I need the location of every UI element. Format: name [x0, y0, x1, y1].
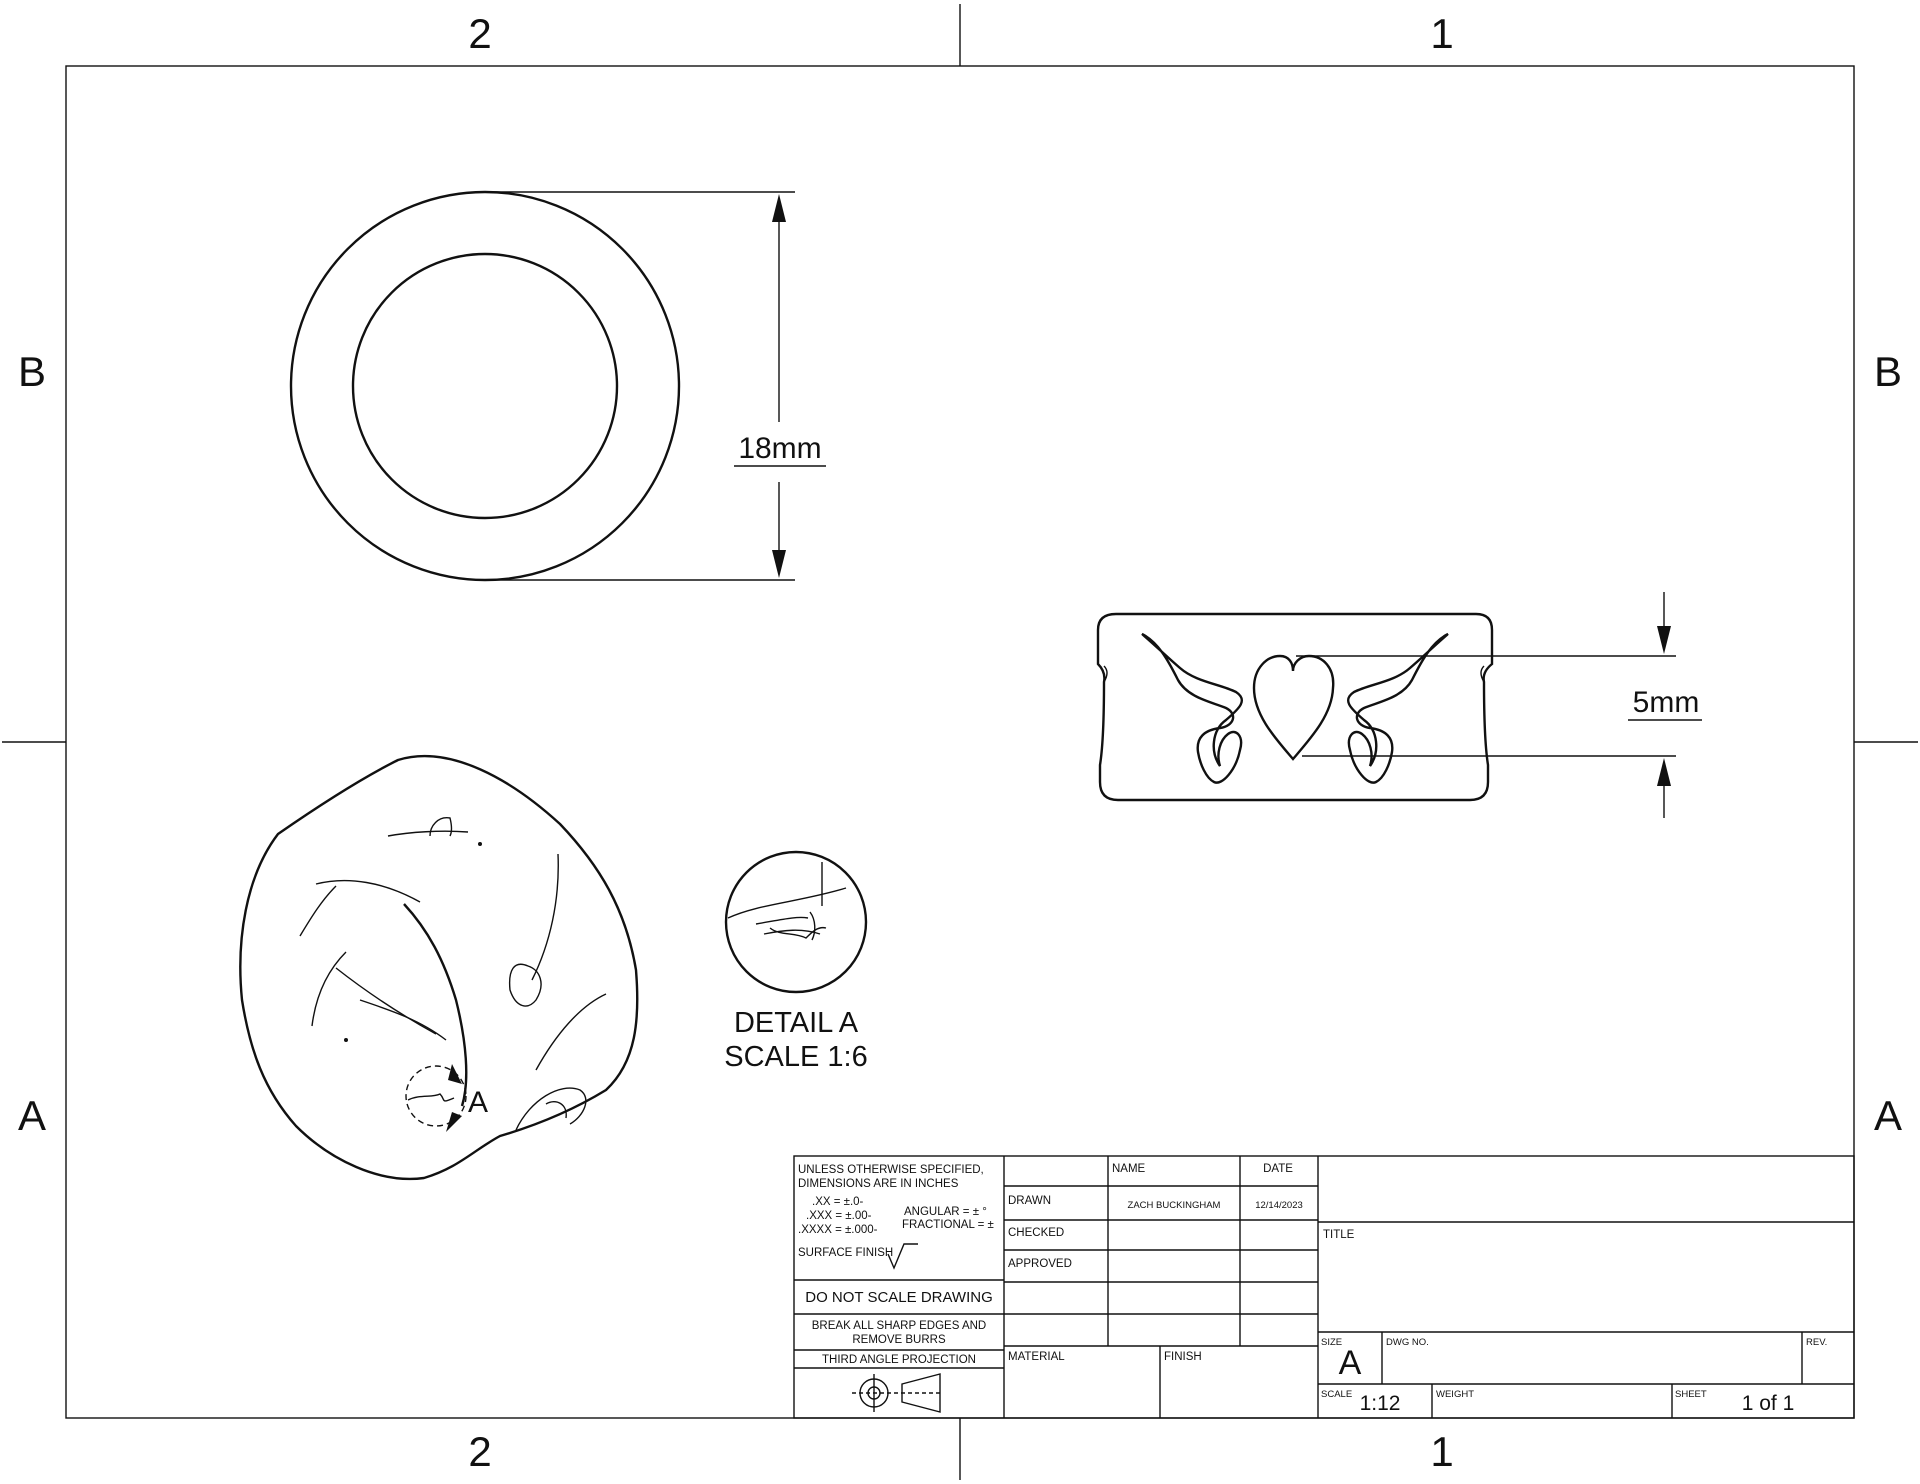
iso-engraving-5	[311, 951, 347, 1027]
notes-break-edges-1: BREAK ALL SHARP EDGES AND	[812, 1320, 987, 1332]
diameter-dimension	[485, 191, 826, 581]
ring-top-view	[289, 190, 681, 582]
surface-finish-symbol	[887, 1243, 918, 1270]
zone-label-top-1: 1	[1430, 10, 1453, 57]
iso-engraving-dot-1	[478, 842, 482, 846]
notes-tol-xx: .XX = ±.0-	[812, 1196, 864, 1208]
ring-front-view	[1096, 612, 1494, 802]
band-edge-left	[1103, 665, 1108, 683]
band-edge-right	[1480, 665, 1485, 683]
iso-engraving-10	[535, 993, 607, 1071]
wing-right	[1347, 632, 1449, 784]
sheet-value: 1 of 1	[1742, 1392, 1795, 1415]
zone-label-right-a: A	[1874, 1092, 1902, 1139]
weight-label: WEIGHT	[1436, 1389, 1474, 1400]
notes-line-1: UNLESS OTHERWISE SPECIFIED,	[798, 1164, 984, 1176]
rev-label: REV.	[1806, 1337, 1827, 1348]
title-block	[793, 1155, 1855, 1419]
iso-engraving-8	[531, 853, 559, 981]
size-label: SIZE	[1321, 1337, 1342, 1348]
drawn-label: DRAWN	[1008, 1195, 1051, 1207]
notes-angular: ANGULAR = ± °	[904, 1206, 987, 1218]
finish-label: FINISH	[1164, 1351, 1202, 1363]
iso-outer-outline	[239, 754, 639, 1181]
zone-label-top-2: 2	[468, 10, 491, 57]
detail-marker-label: A	[468, 1086, 488, 1119]
projection-symbol-cone	[901, 1373, 941, 1413]
title-label: TITLE	[1323, 1229, 1355, 1241]
scale-label: SCALE	[1321, 1389, 1352, 1400]
notes-break-edges-2: REMOVE BURRS	[852, 1334, 946, 1346]
notes-tol-xxxx: .XXXX = ±.000-	[798, 1224, 878, 1236]
iso-engraving-2	[429, 817, 453, 837]
notes-fractional: FRACTIONAL = ±	[902, 1219, 994, 1231]
approved-label: APPROVED	[1008, 1258, 1072, 1270]
detail-a-callout-circle	[405, 1065, 467, 1127]
scale-value: 1:12	[1360, 1392, 1401, 1415]
iso-engraving-7	[359, 999, 447, 1041]
ring-outer-circle	[289, 190, 681, 582]
wing-left	[1141, 632, 1243, 784]
drawn-name: ZACH BUCKINGHAM	[1128, 1200, 1221, 1211]
detail-a-view	[724, 850, 868, 994]
detail-a-circle	[724, 850, 868, 994]
ring-inner-circle	[351, 252, 619, 520]
notes-do-not-scale: DO NOT SCALE DRAWING	[805, 1289, 993, 1306]
iso-engraving-6	[335, 967, 437, 1035]
notes-line-2: DIMENSIONS ARE IN INCHES	[798, 1178, 959, 1190]
heart-height-dimension	[1296, 592, 1702, 818]
ring-isometric-view	[239, 754, 639, 1181]
material-label: MATERIAL	[1008, 1351, 1065, 1363]
heart-shape	[1252, 654, 1335, 761]
zone-label-bottom-2: 2	[468, 1428, 491, 1475]
detail-a-arrow-1	[448, 1064, 462, 1084]
notes-tol-xxx: .XXX = ±.00-	[806, 1210, 872, 1222]
name-header: NAME	[1112, 1163, 1146, 1175]
checked-label: CHECKED	[1008, 1227, 1064, 1239]
iso-signature	[407, 1093, 455, 1102]
diameter-label: 18mm	[738, 432, 821, 465]
band-outline	[1096, 612, 1494, 802]
iso-engraving-11	[515, 1087, 587, 1131]
zone-label-right-b: B	[1874, 348, 1902, 395]
dwg-no-label: DWG NO.	[1386, 1337, 1429, 1348]
iso-engraving-4	[299, 885, 337, 937]
heart-height-label: 5mm	[1633, 686, 1700, 719]
iso-engraving-12	[545, 1100, 567, 1119]
detail-a-scale: SCALE 1:6	[724, 1041, 867, 1073]
iso-engraving-3	[315, 879, 421, 903]
zone-label-left-a: A	[18, 1092, 46, 1139]
notes-projection: THIRD ANGLE PROJECTION	[822, 1354, 976, 1366]
iso-engraving-dot-2	[344, 1038, 348, 1042]
notes-surface-finish: SURFACE FINISH	[798, 1247, 893, 1259]
drawn-date: 12/14/2023	[1255, 1200, 1303, 1211]
sheet-label: SHEET	[1675, 1389, 1707, 1400]
iso-inner-opening	[403, 903, 468, 1107]
detail-a-title: DETAIL A	[734, 1007, 859, 1039]
date-header: DATE	[1263, 1163, 1293, 1175]
iso-engraving-1	[387, 830, 469, 837]
zone-label-left-b: B	[18, 348, 46, 395]
zone-label-bottom-1: 1	[1430, 1428, 1453, 1475]
size-value: A	[1339, 1344, 1362, 1382]
detail-a-arrow-2	[446, 1112, 462, 1132]
iso-engraving-9	[508, 963, 542, 1007]
